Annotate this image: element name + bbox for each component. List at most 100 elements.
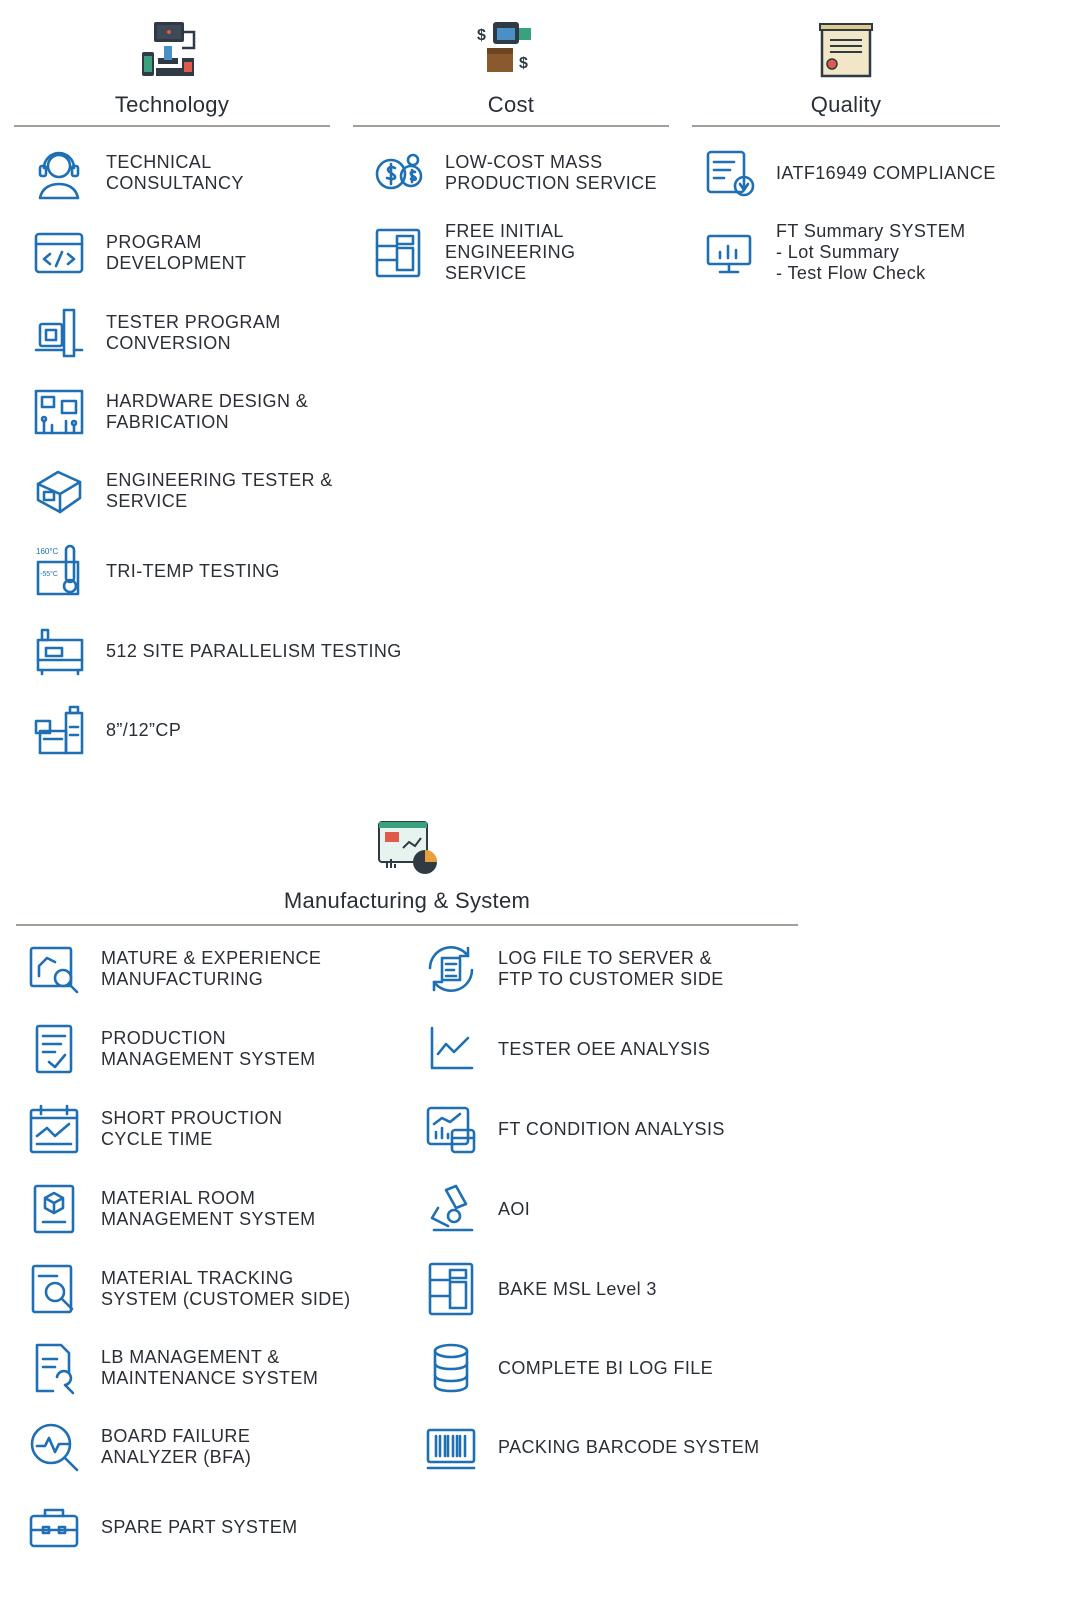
mfg-item-label: BOARD FAILURE ANALYZER (BFA)	[101, 1426, 252, 1467]
tech-item-conversion: TESTER PROGRAM CONVERSION	[30, 304, 281, 362]
mfg-item-logfile: LOG FILE TO SERVER & FTP TO CUSTOMER SID…	[422, 940, 724, 998]
quality-item-label: FT Summary SYSTEM - Lot Summary - Test F…	[776, 221, 966, 283]
mfg-item-label: MATURE & EXPERIENCE MANUFACTURING	[101, 948, 322, 989]
mfg-item-label: LOG FILE TO SERVER & FTP TO CUSTOMER SID…	[498, 948, 724, 989]
database-icon	[422, 1339, 480, 1397]
microscope-icon	[422, 1180, 480, 1238]
mfg-item-label: SPARE PART SYSTEM	[101, 1516, 298, 1537]
technology-header: Technology	[14, 18, 330, 118]
cost-item-label: FREE INITIAL ENGINEERING SERVICE	[445, 221, 576, 283]
mfg-item-label: PACKING BARCODE SYSTEM	[498, 1436, 760, 1457]
mfg-item-aoi: AOI	[422, 1180, 530, 1238]
manufacturing-divider	[16, 924, 798, 926]
quality-item-ftsummary: FT Summary SYSTEM - Lot Summary - Test F…	[700, 221, 966, 284]
monitor-chart-icon	[700, 224, 758, 282]
thermometer-icon: 160°C -55°C	[30, 542, 88, 600]
mfg-item-lb: LB MANAGEMENT & MAINTENANCE SYSTEM	[25, 1339, 318, 1397]
tech-item-label: HARDWARE DESIGN & FABRICATION	[106, 391, 309, 432]
mfg-item-bake: BAKE MSL Level 3	[422, 1260, 657, 1318]
chart-database-icon	[422, 1100, 480, 1158]
mfg-item-production: PRODUCTION MANAGEMENT SYSTEM	[25, 1020, 316, 1078]
cost-symbol-2: $	[519, 55, 528, 72]
oven-cabinet-icon	[422, 1260, 480, 1318]
barcode-icon	[422, 1418, 480, 1476]
mfg-item-label: AOI	[498, 1198, 531, 1219]
document-search-icon	[25, 1260, 83, 1318]
cost-item-label: LOW-COST MASS PRODUCTION SERVICE	[445, 152, 657, 193]
mfg-item-label: MATERIAL ROOM MANAGEMENT SYSTEM	[101, 1188, 316, 1229]
tech-item-label: TESTER PROGRAM CONVERSION	[106, 312, 281, 353]
mfg-item-label: PRODUCTION MANAGEMENT SYSTEM	[101, 1028, 316, 1069]
tech-item-tester: ENGINEERING TESTER & SERVICE	[30, 462, 333, 520]
box-document-icon	[25, 1180, 83, 1238]
headset-user-icon	[30, 144, 88, 202]
line-chart-icon	[422, 1020, 480, 1078]
tech-item-label: PROGRAM DEVELOPMENT	[106, 232, 247, 273]
mfg-item-label: MATERIAL TRACKING SYSTEM (CUSTOMER SIDE)	[101, 1268, 351, 1309]
mfg-item-material-room: MATERIAL ROOM MANAGEMENT SYSTEM	[25, 1180, 316, 1238]
tester-conversion-icon	[30, 304, 88, 362]
circuit-board-icon	[30, 383, 88, 441]
code-window-icon	[30, 224, 88, 282]
mfg-item-spare: SPARE PART SYSTEM	[25, 1498, 298, 1556]
parallel-tester-icon	[30, 622, 88, 680]
tech-item-cp: 8”/12”CP	[30, 701, 181, 759]
technology-header-icon	[142, 22, 196, 76]
cost-header-icon: $ $	[477, 22, 531, 72]
mfg-item-label: BAKE MSL Level 3	[498, 1278, 657, 1299]
cost-item-engineering: FREE INITIAL ENGINEERING SERVICE	[369, 221, 575, 284]
tech-item-consultancy: TECHNICAL CONSULTANCY	[30, 144, 244, 202]
mfg-item-ftcondition: FT CONDITION ANALYSIS	[422, 1100, 725, 1158]
tri-temp-high-label: 160°C	[36, 547, 59, 556]
mfg-item-label: LB MANAGEMENT & MAINTENANCE SYSTEM	[101, 1347, 319, 1388]
mfg-item-tracking: MATERIAL TRACKING SYSTEM (CUSTOMER SIDE)	[25, 1260, 351, 1318]
probe-station-icon	[30, 701, 88, 759]
mfg-item-bfa: BOARD FAILURE ANALYZER (BFA)	[25, 1418, 251, 1476]
tech-item-label: TRI-TEMP TESTING	[106, 560, 280, 581]
tech-item-parallel: 512 SITE PARALLELISM TESTING	[30, 622, 402, 680]
cost-symbol-1: $	[477, 27, 486, 44]
tech-item-label: 512 SITE PARALLELISM TESTING	[106, 640, 402, 661]
technology-title: Technology	[114, 92, 230, 117]
quality-title: Quality	[810, 92, 882, 117]
cost-divider	[353, 125, 669, 127]
manufacturing-title: Manufacturing & System	[283, 888, 531, 913]
tech-item-hardware: HARDWARE DESIGN & FABRICATION	[30, 383, 308, 441]
tech-item-tritemp: 160°C -55°C TRI-TEMP TESTING	[30, 542, 280, 600]
coins-icon	[369, 144, 427, 202]
mfg-item-label: TESTER OEE ANALYSIS	[498, 1038, 711, 1059]
manufacturing-header: Manufacturing & System	[16, 818, 798, 914]
tech-item-program: PROGRAM DEVELOPMENT	[30, 224, 246, 282]
mfg-item-label: COMPLETE BI LOG FILE	[498, 1357, 714, 1378]
mfg-item-label: FT CONDITION ANALYSIS	[498, 1118, 725, 1139]
checklist-icon	[25, 1020, 83, 1078]
mfg-item-oee: TESTER OEE ANALYSIS	[422, 1020, 710, 1078]
equipment-cabinet-icon	[369, 224, 427, 282]
quality-header: Quality	[692, 18, 1000, 118]
tester-box-icon	[30, 462, 88, 520]
calendar-chart-icon	[25, 1100, 83, 1158]
technology-divider	[14, 125, 330, 127]
tech-item-label: 8”/12”CP	[106, 719, 182, 740]
toolbox-icon	[25, 1498, 83, 1556]
mfg-item-bilog: COMPLETE BI LOG FILE	[422, 1339, 713, 1397]
cost-header: $ $ Cost	[353, 18, 669, 118]
mfg-item-barcode: PACKING BARCODE SYSTEM	[422, 1418, 760, 1476]
manufacturing-header-icon	[378, 821, 437, 874]
tech-item-label: ENGINEERING TESTER & SERVICE	[106, 470, 333, 511]
mfg-item-label: SHORT PROUCTION CYCLE TIME	[101, 1108, 283, 1149]
quality-item-iatf: IATF16949 COMPLIANCE	[700, 144, 996, 202]
cost-item-lowcost: LOW-COST MASS PRODUCTION SERVICE	[369, 144, 657, 202]
verified-document-icon	[700, 144, 758, 202]
tri-temp-low-label: -55°C	[40, 570, 58, 578]
cost-title: Cost	[487, 92, 535, 117]
sync-document-icon	[422, 940, 480, 998]
mfg-item-cycle: SHORT PROUCTION CYCLE TIME	[25, 1100, 282, 1158]
mfg-item-mature: MATURE & EXPERIENCE MANUFACTURING	[25, 940, 321, 998]
document-wrench-icon	[25, 1339, 83, 1397]
robot-arm-search-icon	[25, 940, 83, 998]
quality-divider	[692, 125, 1000, 127]
quality-item-label: IATF16949 COMPLIANCE	[776, 162, 996, 183]
heartbeat-search-icon	[25, 1418, 83, 1476]
quality-header-icon	[819, 23, 873, 78]
